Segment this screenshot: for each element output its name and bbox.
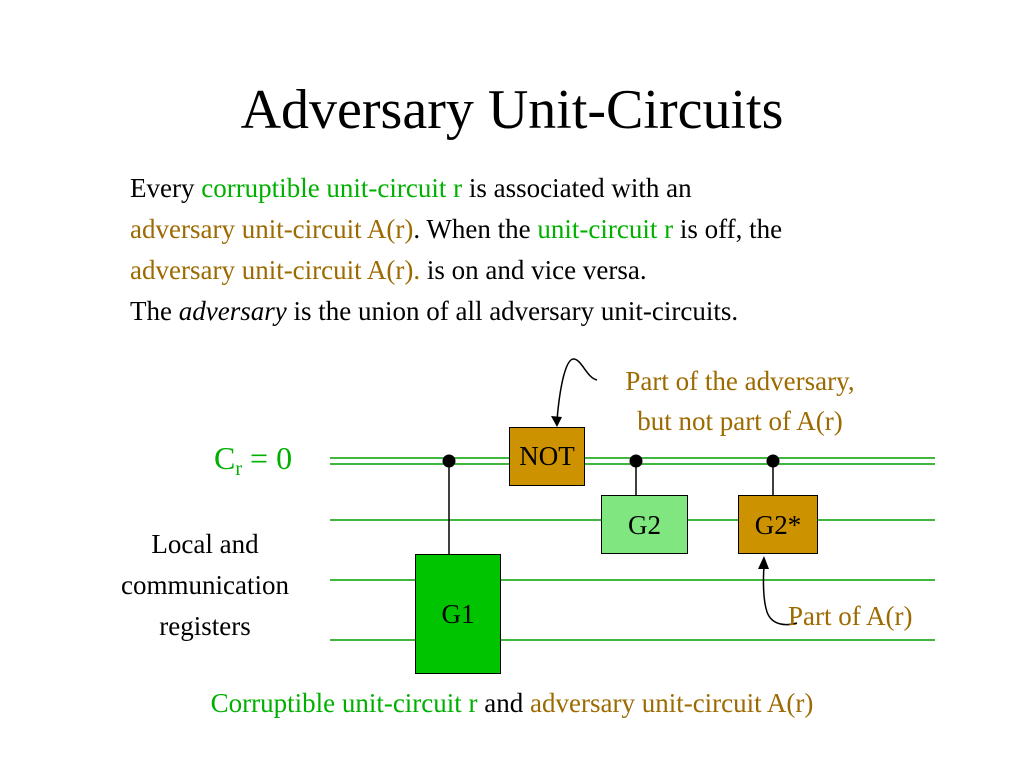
text-the: The (130, 296, 179, 326)
text-associated: is associated with an (462, 173, 692, 203)
caption-and: and (477, 688, 531, 718)
figure-caption: Corruptible unit-circuit r and adversary… (0, 683, 1024, 723)
caption-corruptible: Corruptible unit-circuit r (210, 688, 478, 718)
text-unit-circuit-r: unit-circuit r (537, 214, 674, 244)
callout-bottom-arrowhead (758, 556, 769, 569)
caption-adversary: adversary unit-circuit A(r) (530, 688, 814, 718)
control-wire-subscript: r (235, 458, 243, 480)
description-paragraph: Every corruptible unit-circuit r is asso… (130, 168, 1010, 332)
g2-star-gate: G2* (738, 495, 818, 554)
callout-bottom-arrow (762, 565, 798, 626)
callout-bottom: Part of A(r) (788, 601, 913, 631)
text-corruptible-unit-circuit: corruptible unit-circuit r (201, 173, 463, 203)
callout-top-arrowhead (551, 416, 562, 427)
g2-control-dot (629, 454, 643, 468)
text-adversary-unit-circuit: adversary unit-circuit A(r) (130, 214, 414, 244)
paragraph-line-2: adversary unit-circuit A(r). When the un… (130, 209, 1010, 250)
text-every: Every (130, 173, 202, 203)
register-label-line-2: communication (121, 570, 289, 600)
callout-top: Part of the adversary, but not part of A… (590, 361, 890, 441)
paragraph-line-4: The adversary is the union of all advers… (130, 291, 1010, 332)
paragraph-line-1: Every corruptible unit-circuit r is asso… (130, 168, 1010, 209)
text-when-the: . When the (413, 214, 538, 244)
callout-top-line-2: but not part of A(r) (637, 406, 843, 436)
control-wire-label: Cr = 0 (214, 438, 292, 489)
text-vice-versa: is on and vice versa. (420, 255, 647, 285)
register-label: Local and communication registers (92, 524, 318, 647)
text-is-off: is off, the (673, 214, 783, 244)
g2star-control-dot (766, 454, 780, 468)
not-gate: NOT (509, 427, 585, 486)
slide-title: Adversary Unit-Circuits (240, 79, 784, 141)
text-adversary-unit-circuit-2: adversary unit-circuit A(r). (130, 255, 421, 285)
g1-gate: G1 (415, 554, 501, 674)
text-adversary-italic: adversary (178, 296, 287, 326)
text-union: is the union of all adversary unit-circu… (286, 296, 739, 326)
g2-gate: G2 (601, 495, 688, 554)
callout-top-arrow (556, 358, 598, 421)
register-label-line-1: Local and (151, 529, 259, 559)
control-wire-letter: C (214, 440, 236, 476)
paragraph-line-3: adversary unit-circuit A(r). is on and v… (130, 250, 1010, 291)
control-wire-value: = 0 (242, 440, 293, 476)
g1-control-dot (442, 454, 456, 468)
register-label-line-3: registers (159, 611, 251, 641)
callout-top-line-1: Part of the adversary, (625, 366, 855, 396)
